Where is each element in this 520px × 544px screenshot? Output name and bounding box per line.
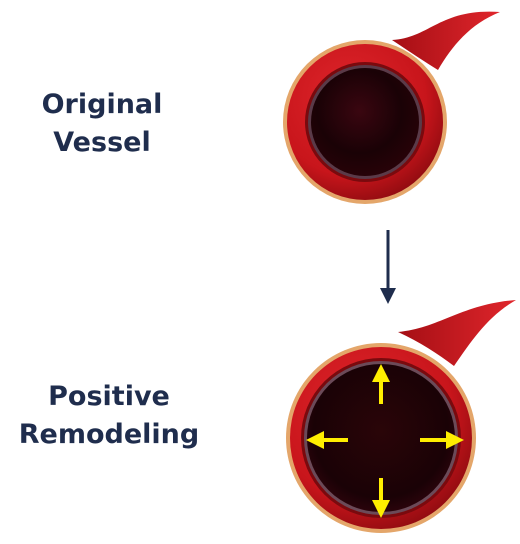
positive-remodeling-vessel xyxy=(286,300,516,533)
original-vessel-lumen xyxy=(311,68,419,176)
original-vessel xyxy=(283,12,500,204)
arrow-down-icon xyxy=(380,230,396,304)
